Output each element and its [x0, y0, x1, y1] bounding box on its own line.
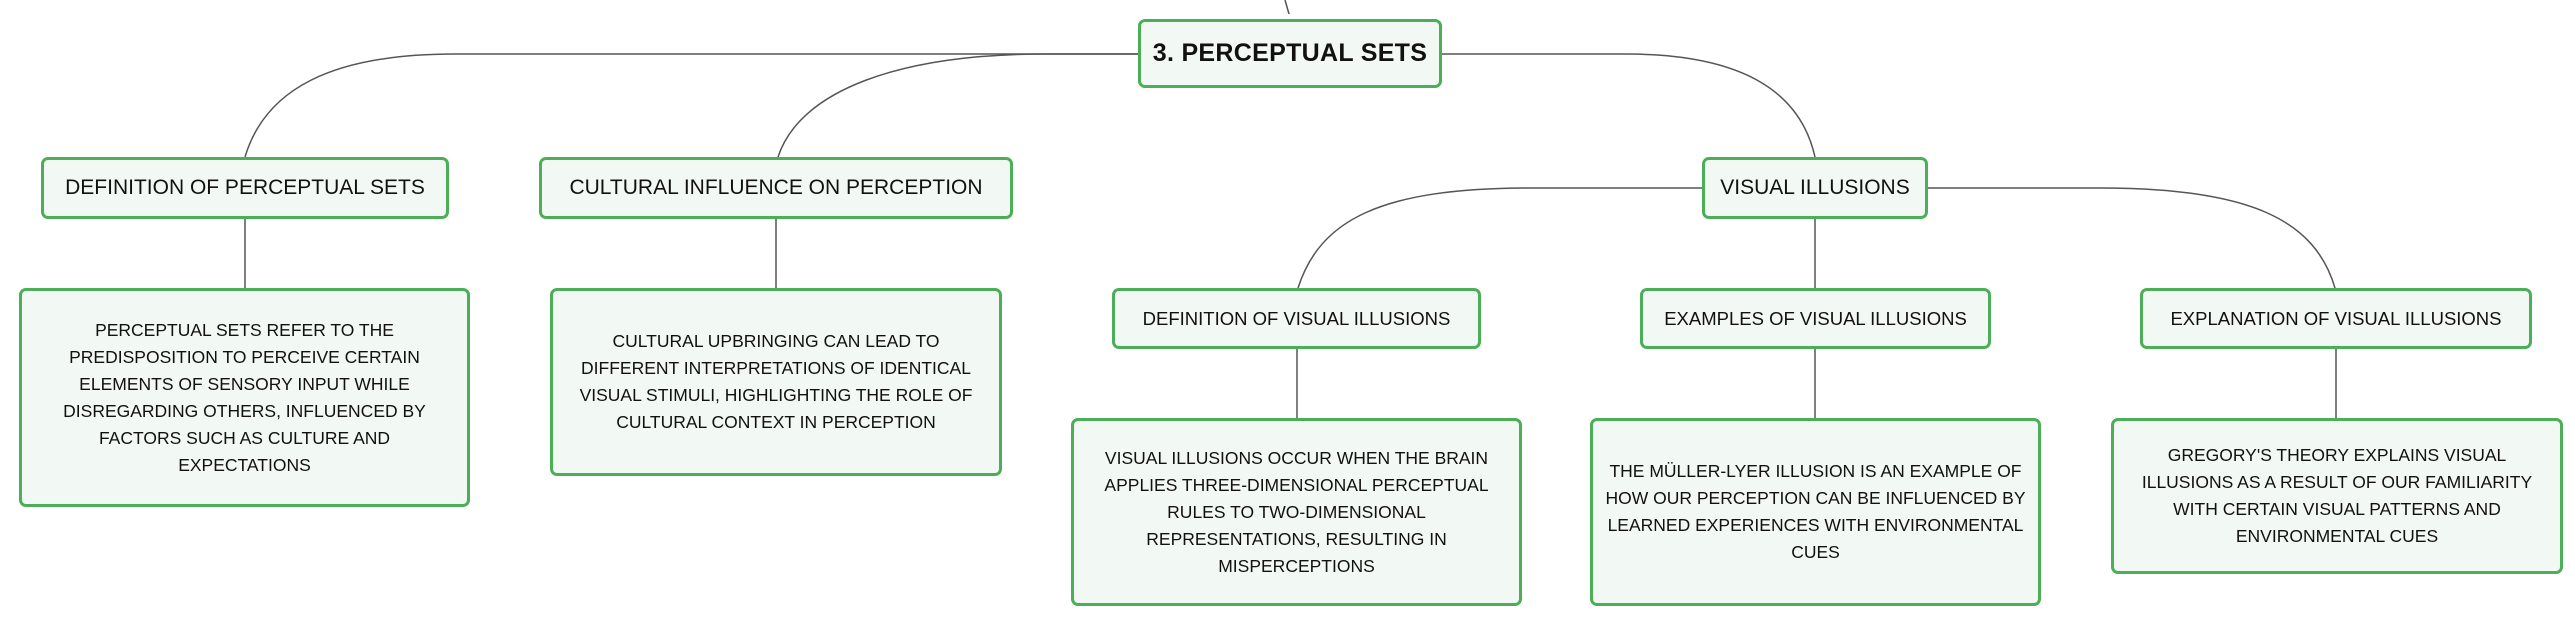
definition-of-perceptual-sets-detail[interactable]: PERCEPTUAL SETS REFER TO THE PREDISPOSIT…	[19, 288, 470, 507]
definition-of-perceptual-sets-label: DEFINITION OF PERCEPTUAL SETS	[65, 176, 425, 199]
examples-of-visual-illusions-detail[interactable]: THE MÜLLER-LYER ILLUSION IS AN EXAMPLE O…	[1590, 418, 2041, 606]
definition-of-perceptual-sets-detail-text: PERCEPTUAL SETS REFER TO THE PREDISPOSIT…	[63, 319, 426, 475]
definition-of-visual-illusions-node[interactable]: DEFINITION OF VISUAL ILLUSIONS	[1112, 288, 1481, 349]
cultural-influence-detail[interactable]: CULTURAL UPBRINGING CAN LEAD TO DIFFEREN…	[550, 288, 1002, 476]
visual-illusions-label: VISUAL ILLUSIONS	[1720, 176, 1910, 199]
root-node-label: 3. PERCEPTUAL SETS	[1152, 39, 1428, 67]
connector-root-to-cultural-influence	[777, 53, 1138, 158]
explanation-of-visual-illusions-detail[interactable]: GREGORY'S THEORY EXPLAINS VISUAL ILLUSIO…	[2111, 418, 2563, 574]
definition-of-visual-illusions-label: DEFINITION OF VISUAL ILLUSIONS	[1142, 307, 1451, 329]
cultural-influence-detail-text: CULTURAL UPBRINGING CAN LEAD TO DIFFEREN…	[579, 331, 973, 432]
explanation-of-visual-illusions-node[interactable]: EXPLANATION OF VISUAL ILLUSIONS	[2140, 288, 2532, 349]
visual-illusions-node[interactable]: VISUAL ILLUSIONS	[1702, 157, 1928, 219]
explanation-of-visual-illusions-label: EXPLANATION OF VISUAL ILLUSIONS	[2170, 307, 2502, 329]
connector-visual-illusions-to-definition	[1297, 187, 1702, 289]
connector-root-to-definition-of-perceptual-sets	[244, 53, 1138, 158]
definition-of-visual-illusions-detail[interactable]: VISUAL ILLUSIONS OCCUR WHEN THE BRAIN AP…	[1071, 418, 1522, 606]
definition-of-perceptual-sets-node[interactable]: DEFINITION OF PERCEPTUAL SETS	[41, 157, 449, 219]
examples-of-visual-illusions-detail-text: THE MÜLLER-LYER ILLUSION IS AN EXAMPLE O…	[1605, 461, 2026, 562]
cultural-influence-label: CULTURAL INFLUENCE ON PERCEPTION	[569, 176, 983, 199]
examples-of-visual-illusions-label: EXAMPLES OF VISUAL ILLUSIONS	[1664, 307, 1967, 329]
examples-of-visual-illusions-node[interactable]: EXAMPLES OF VISUAL ILLUSIONS	[1640, 288, 1991, 349]
connector-visual-illusions-to-explanation	[1928, 187, 2336, 289]
definition-of-visual-illusions-detail-text: VISUAL ILLUSIONS OCCUR WHEN THE BRAIN AP…	[1104, 447, 1489, 576]
cultural-influence-node[interactable]: CULTURAL INFLUENCE ON PERCEPTION	[539, 157, 1013, 219]
root-node[interactable]: 3. PERCEPTUAL SETS	[1138, 19, 1442, 88]
explanation-of-visual-illusions-detail-text: GREGORY'S THEORY EXPLAINS VISUAL ILLUSIO…	[2141, 445, 2533, 546]
connector-root-to-visual-illusions	[1442, 53, 1816, 158]
connector-parent-to-root	[1284, 0, 1290, 15]
